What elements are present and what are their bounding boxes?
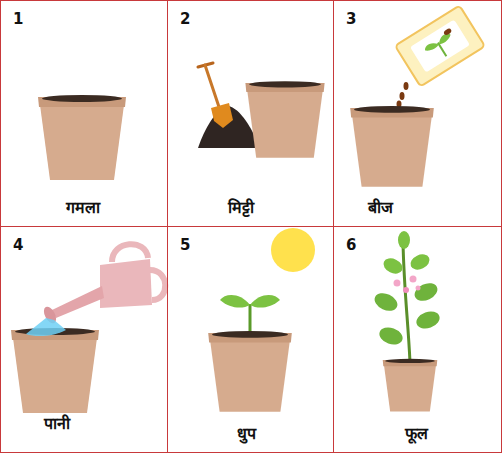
shovel [198, 63, 233, 128]
text-slot: 2 [180, 10, 190, 28]
step-panel: 2 मिट्टी [167, 0, 334, 227]
step-number: 6 [346, 236, 356, 254]
step-number: 2 [180, 10, 190, 28]
text-slot: फूल [405, 424, 428, 443]
step-label: पानी [44, 414, 70, 433]
step-label: फूल [405, 424, 428, 443]
flower-pot [208, 331, 292, 412]
step-label: धुप [237, 424, 256, 443]
step-panel: 6 फूल [333, 226, 502, 453]
step-label: बीज [368, 198, 393, 217]
step-number: 4 [13, 236, 23, 254]
text-slot: पानी [44, 414, 70, 433]
step-panel: 3 बीज [333, 0, 502, 227]
text-slot: 3 [346, 10, 356, 28]
falling-seeds [397, 82, 409, 108]
sun [271, 228, 315, 272]
flower-pot [350, 106, 434, 187]
seed-packet [395, 6, 485, 87]
step-label: गमला [66, 198, 100, 217]
flower-pot [383, 359, 438, 412]
step-label: मिट्टी [228, 198, 254, 217]
step-number: 3 [346, 10, 356, 28]
text-slot: 6 [346, 236, 356, 254]
step-panel: 4 पानी [0, 226, 168, 453]
seedling [220, 295, 280, 336]
flower-pot [38, 95, 126, 180]
text-slot: मिट्टी [228, 198, 254, 217]
text-slot: गमला [66, 198, 100, 217]
text-slot: बीज [368, 198, 393, 217]
step-panel: 5 धुप [167, 226, 334, 453]
text-slot: 5 [180, 236, 190, 254]
water-stream [26, 318, 66, 336]
text-slot: 4 [13, 236, 23, 254]
step-panel: 1 गमला [0, 0, 168, 227]
flower-pot [245, 81, 324, 158]
flower-pot [11, 328, 99, 413]
step-number: 5 [180, 236, 190, 254]
text-slot: 1 [13, 10, 23, 28]
watering-can [41, 244, 165, 325]
text-slot: धुप [237, 424, 256, 443]
step-number: 1 [13, 10, 23, 28]
flowering-plant [372, 231, 442, 362]
